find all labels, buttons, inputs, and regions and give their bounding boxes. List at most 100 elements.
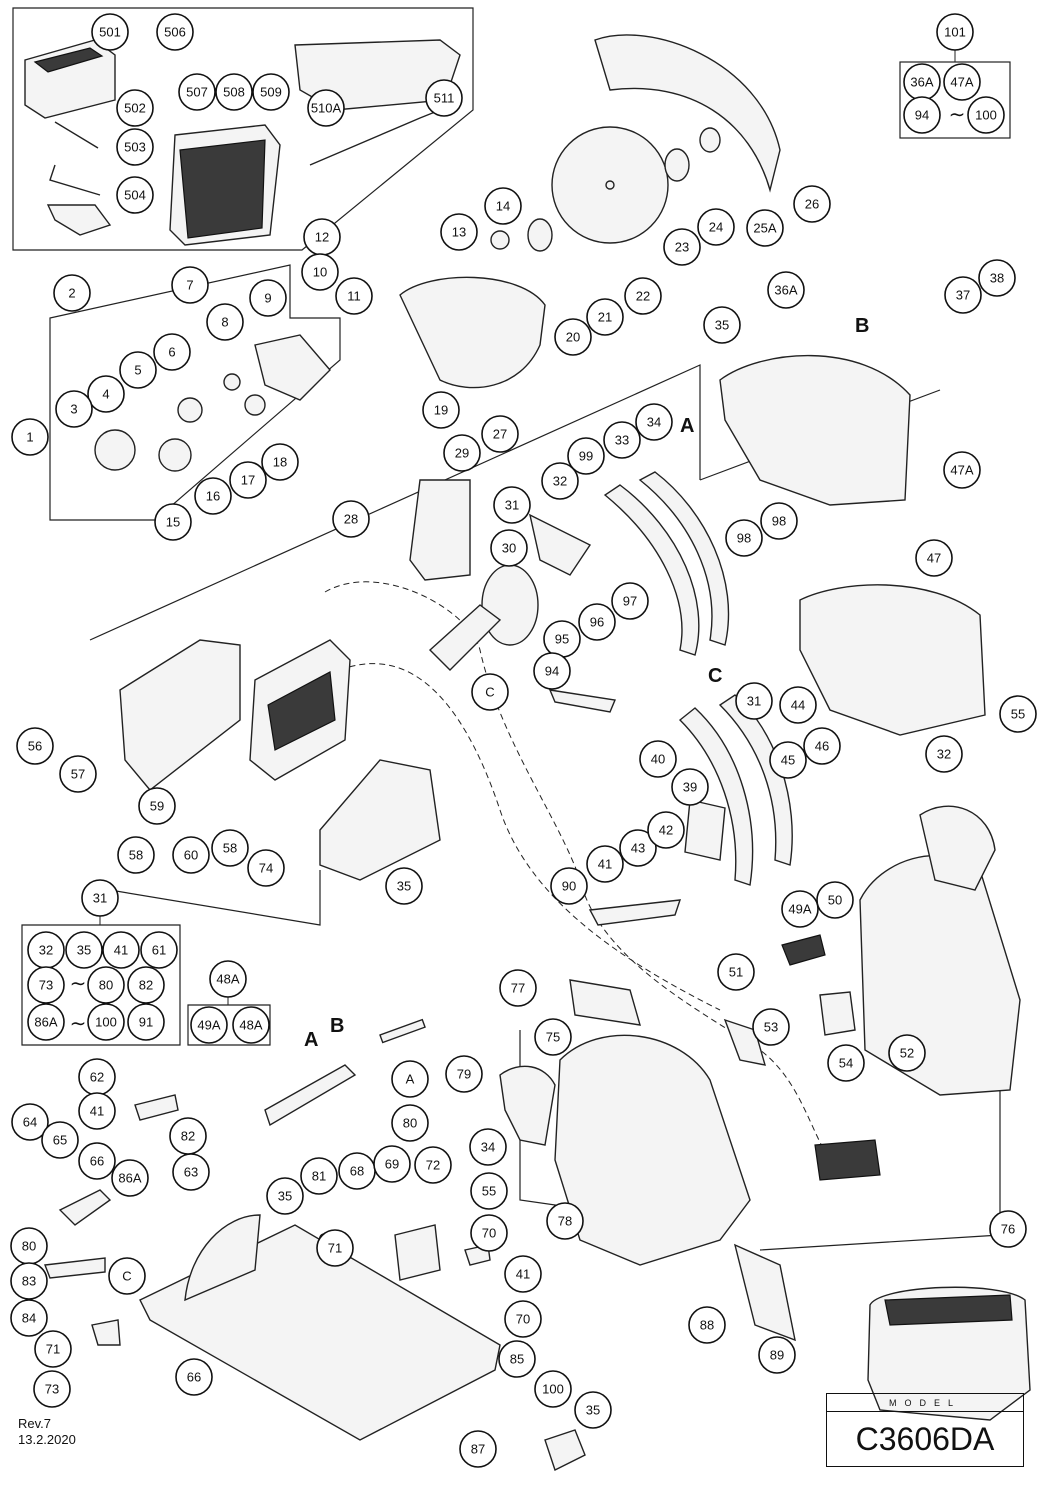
callout-53: 53 <box>752 1008 790 1046</box>
callout-label: 58 <box>223 841 237 856</box>
callout-20: 20 <box>554 318 592 356</box>
callout-98: 98 <box>725 519 763 557</box>
callout-2: 2 <box>53 274 91 312</box>
callout-509: 509 <box>252 73 290 111</box>
callout-11: 11 <box>335 277 373 315</box>
callout-label: 14 <box>496 199 510 214</box>
tilde-90-b: ∼ <box>70 1011 87 1035</box>
marker-A-base: A <box>304 1029 318 1051</box>
callout-label: 29 <box>455 446 469 461</box>
callout-label: 36A <box>910 75 933 90</box>
callout-label: 19 <box>434 403 448 418</box>
marker-B: B <box>855 315 869 337</box>
callout-label: 34 <box>647 415 661 430</box>
callout-91: 91 <box>127 1003 165 1041</box>
callout-label: 24 <box>709 220 723 235</box>
callout-label: 77 <box>511 981 525 996</box>
switch-block <box>409 479 471 581</box>
callout-label: 28 <box>344 512 358 527</box>
callout-502: 502 <box>116 89 154 127</box>
callout-label: 100 <box>542 1382 564 1397</box>
tilde-101: ∼ <box>949 102 966 126</box>
callout-10: 10 <box>301 253 339 291</box>
callout-504: 504 <box>116 176 154 214</box>
hex-wrench <box>49 121 101 196</box>
callout-41: 41 <box>78 1092 116 1130</box>
callout-label: 35 <box>586 1403 600 1418</box>
callout-54: 54 <box>827 1044 865 1082</box>
callout-label: 506 <box>164 25 186 40</box>
callout-label: 100 <box>975 108 997 123</box>
callout-86A: 86A <box>111 1159 149 1197</box>
callout-label: 88 <box>700 1318 714 1333</box>
handle-cover <box>554 979 751 1266</box>
callout-58: 58 <box>117 836 155 874</box>
model-box: MODEL C3606DA <box>826 1393 1024 1467</box>
callout-98: 98 <box>760 502 798 540</box>
callout-label: 35 <box>397 879 411 894</box>
callout-label: 86A <box>118 1171 141 1186</box>
callout-507: 507 <box>178 73 216 111</box>
callout-62: 62 <box>78 1058 116 1096</box>
callout-label: 10 <box>313 265 327 280</box>
callout-label: 44 <box>791 698 805 713</box>
callout-75: 75 <box>534 1018 572 1056</box>
callout-66: 66 <box>175 1358 213 1396</box>
callout-31: 31 <box>81 879 119 917</box>
callout-label: 6 <box>168 345 175 360</box>
callout-9: 9 <box>249 279 287 317</box>
callout-label: 63 <box>184 1165 198 1180</box>
callout-12: 12 <box>303 218 341 256</box>
motor-group-frame <box>89 364 701 641</box>
callout-4: 4 <box>87 375 125 413</box>
callout-48A: 48A <box>209 960 247 998</box>
callout-label: 65 <box>53 1133 67 1148</box>
callout-label: 32 <box>937 747 951 762</box>
callout-C: C <box>108 1257 146 1295</box>
callout-60: 60 <box>172 836 210 874</box>
gearbox-frame <box>49 264 341 521</box>
kit-90-frame <box>21 924 181 1046</box>
callout-label: 60 <box>184 848 198 863</box>
callout-77: 77 <box>499 969 537 1007</box>
callout-96: 96 <box>578 603 616 641</box>
callout-35: 35 <box>385 867 423 905</box>
callout-label: 37 <box>956 288 970 303</box>
callout-94: 94 <box>533 652 571 690</box>
callout-label: 51 <box>729 965 743 980</box>
callout-41: 41 <box>504 1255 542 1293</box>
carry-case <box>169 124 281 246</box>
callout-label: 73 <box>45 1382 59 1397</box>
callout-label: 509 <box>260 85 282 100</box>
callout-71: 71 <box>34 1330 72 1368</box>
base-plate <box>139 1214 501 1441</box>
callout-label: 85 <box>510 1352 524 1367</box>
callout-34: 34 <box>469 1128 507 1166</box>
callout-95: 95 <box>543 620 581 658</box>
callout-label: 1 <box>26 430 33 445</box>
callout-label: 71 <box>46 1342 60 1357</box>
callout-label: 41 <box>516 1267 530 1282</box>
callout-35: 35 <box>703 306 741 344</box>
callout-label: 56 <box>28 739 42 754</box>
spindle-parts <box>490 218 553 252</box>
handle-housing <box>859 805 1021 1096</box>
callout-31: 31 <box>735 682 773 720</box>
blade-guide <box>46 204 112 236</box>
handle-grip-piece <box>499 1065 556 1146</box>
blade-case-36A <box>719 354 911 506</box>
callout-label: 83 <box>22 1274 36 1289</box>
callout-1: 1 <box>11 418 49 456</box>
callout-66: 66 <box>78 1142 116 1180</box>
callout-label: 64 <box>23 1115 37 1130</box>
callout-79: 79 <box>445 1055 483 1093</box>
callout-72: 72 <box>414 1146 452 1184</box>
callout-label: 95 <box>555 632 569 647</box>
callout-label: 98 <box>737 531 751 546</box>
callout-82: 82 <box>127 966 165 1004</box>
callout-48A: 48A <box>232 1006 270 1044</box>
callout-85: 85 <box>498 1340 536 1378</box>
callout-61: 61 <box>140 931 178 969</box>
callout-34: 34 <box>635 403 673 441</box>
callout-label: 43 <box>631 841 645 856</box>
